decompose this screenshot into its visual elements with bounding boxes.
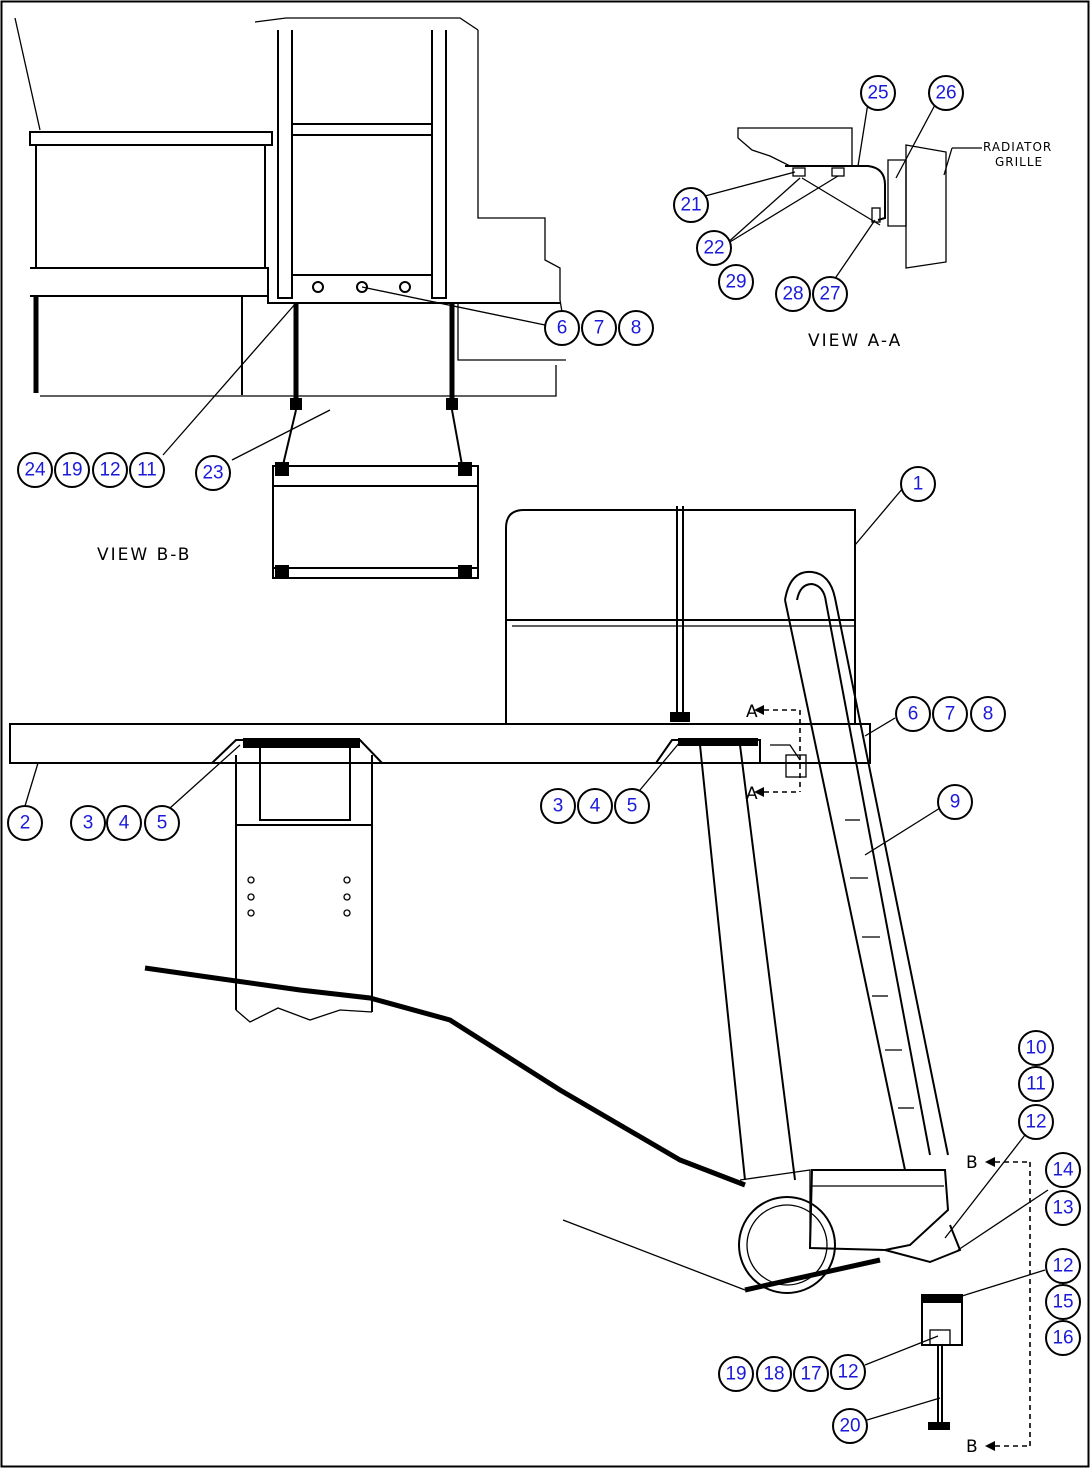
callout-12: 12 bbox=[830, 1354, 866, 1390]
svg-text:2: 2 bbox=[20, 813, 31, 834]
svg-text:7: 7 bbox=[945, 704, 956, 725]
callout-11: 11 bbox=[1018, 1066, 1054, 1102]
callout-12: 12 bbox=[1018, 1104, 1054, 1140]
svg-text:26: 26 bbox=[935, 83, 956, 104]
svg-text:28: 28 bbox=[782, 284, 803, 305]
callout-11: 11 bbox=[129, 452, 165, 488]
callout-26: 26 bbox=[928, 75, 964, 111]
svg-text:13: 13 bbox=[1052, 1198, 1073, 1219]
svg-text:19: 19 bbox=[725, 1364, 746, 1385]
callout-1: 1 bbox=[900, 466, 936, 502]
svg-text:17: 17 bbox=[800, 1364, 821, 1385]
callout-5: 5 bbox=[614, 788, 650, 824]
callout-19: 19 bbox=[54, 452, 90, 488]
callout-18: 18 bbox=[756, 1356, 792, 1392]
callout-2: 2 bbox=[7, 805, 43, 841]
callout-13: 13 bbox=[1045, 1190, 1081, 1226]
callout-5: 5 bbox=[144, 805, 180, 841]
svg-text:12: 12 bbox=[837, 1362, 858, 1383]
radiator-label-line1: RADIATOR bbox=[983, 140, 1052, 154]
callout-15: 15 bbox=[1045, 1284, 1081, 1320]
callout-29: 29 bbox=[718, 264, 754, 300]
svg-text:25: 25 bbox=[867, 83, 888, 104]
view-bb-drawing bbox=[14, 17, 566, 579]
callout-25: 25 bbox=[860, 75, 896, 111]
section-b-bottom-label: B bbox=[966, 1437, 980, 1457]
svg-text:21: 21 bbox=[680, 195, 701, 216]
svg-text:3: 3 bbox=[553, 796, 564, 817]
callout-20: 20 bbox=[832, 1408, 868, 1444]
callout-16: 16 bbox=[1045, 1320, 1081, 1356]
callout-7: 7 bbox=[932, 696, 968, 732]
callout-28: 28 bbox=[775, 276, 811, 312]
callout-3: 3 bbox=[540, 788, 576, 824]
svg-text:8: 8 bbox=[631, 318, 642, 339]
svg-text:12: 12 bbox=[1052, 1256, 1073, 1277]
svg-text:9: 9 bbox=[950, 792, 961, 813]
callout-10: 10 bbox=[1018, 1030, 1054, 1066]
svg-text:6: 6 bbox=[557, 318, 568, 339]
callout-27: 27 bbox=[812, 276, 848, 312]
svg-text:7: 7 bbox=[594, 318, 605, 339]
svg-text:1: 1 bbox=[913, 474, 924, 495]
section-b-top-label: B bbox=[966, 1153, 980, 1173]
callout-22: 22 bbox=[696, 230, 732, 266]
svg-text:11: 11 bbox=[1026, 1074, 1046, 1095]
callout-9: 9 bbox=[937, 784, 973, 820]
callout-8: 8 bbox=[970, 696, 1006, 732]
svg-text:4: 4 bbox=[590, 796, 601, 817]
callout-7: 7 bbox=[581, 310, 617, 346]
callout-6: 6 bbox=[544, 310, 580, 346]
callout-17: 17 bbox=[793, 1356, 829, 1392]
svg-text:22: 22 bbox=[703, 238, 724, 259]
svg-text:14: 14 bbox=[1052, 1160, 1074, 1181]
svg-text:16: 16 bbox=[1052, 1328, 1073, 1349]
callout-14: 14 bbox=[1045, 1152, 1081, 1188]
svg-text:19: 19 bbox=[61, 460, 82, 481]
callout-12: 12 bbox=[92, 452, 128, 488]
radiator-label-line2: GRILLE bbox=[995, 155, 1043, 169]
svg-text:12: 12 bbox=[1025, 1112, 1046, 1133]
svg-text:18: 18 bbox=[763, 1364, 784, 1385]
callout-23: 23 bbox=[195, 455, 231, 491]
svg-text:10: 10 bbox=[1025, 1038, 1046, 1059]
svg-text:27: 27 bbox=[819, 284, 840, 305]
view-aa-drawing bbox=[704, 102, 982, 281]
svg-text:6: 6 bbox=[908, 704, 919, 725]
callout-4: 4 bbox=[577, 788, 613, 824]
section-a-bottom-label: A bbox=[746, 784, 760, 804]
callout-4: 4 bbox=[106, 805, 142, 841]
svg-text:8: 8 bbox=[983, 704, 994, 725]
svg-text:12: 12 bbox=[99, 460, 120, 481]
svg-text:24: 24 bbox=[24, 460, 46, 481]
svg-text:5: 5 bbox=[627, 796, 638, 817]
svg-text:11: 11 bbox=[137, 460, 157, 481]
svg-text:5: 5 bbox=[157, 813, 168, 834]
callout-6: 6 bbox=[895, 696, 931, 732]
view-bb-label: VIEW B-B bbox=[97, 545, 191, 565]
callout-12: 12 bbox=[1045, 1248, 1081, 1284]
section-a-top-label: A bbox=[746, 702, 760, 722]
callout-balloons: 1 2 3 4 5 3 4 5 6 7 8 6 7 8 9 10 11 12 1… bbox=[7, 75, 1081, 1444]
svg-text:20: 20 bbox=[839, 1416, 860, 1437]
callout-19: 19 bbox=[718, 1356, 754, 1392]
svg-text:15: 15 bbox=[1052, 1292, 1073, 1313]
callout-21: 21 bbox=[673, 187, 709, 223]
callout-24: 24 bbox=[17, 452, 53, 488]
svg-text:29: 29 bbox=[725, 272, 746, 293]
main-view-drawing bbox=[9, 487, 1049, 1451]
view-aa-label: VIEW A-A bbox=[808, 331, 902, 351]
callout-8: 8 bbox=[618, 310, 654, 346]
callout-3: 3 bbox=[70, 805, 106, 841]
svg-text:23: 23 bbox=[202, 463, 223, 484]
svg-text:3: 3 bbox=[83, 813, 94, 834]
svg-text:4: 4 bbox=[119, 813, 130, 834]
